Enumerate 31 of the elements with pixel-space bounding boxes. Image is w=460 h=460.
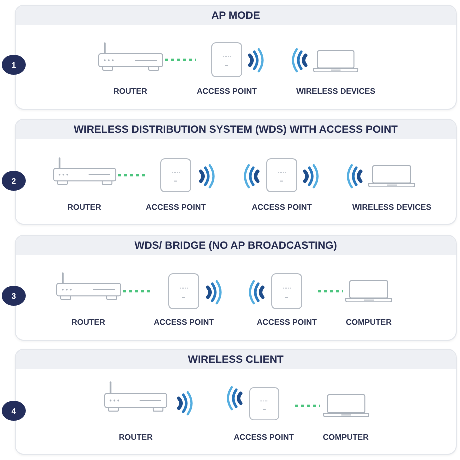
step-number: 1 — [2, 55, 26, 75]
device-label: ACCESS POINT — [234, 433, 294, 443]
device-label: ACCESS POINT — [256, 318, 317, 328]
mode-panel — [15, 119, 457, 225]
dotted-connector — [318, 290, 343, 293]
device-label: ACCESS POINT — [252, 203, 312, 213]
device-label: WIRELESS DEVICES — [352, 203, 432, 213]
dotted-connector — [118, 174, 145, 177]
device-label: ACCESS POINT — [146, 203, 206, 213]
device-label: ACCESS POINT — [196, 87, 257, 97]
step-number: 2 — [2, 171, 26, 191]
mode-panel — [15, 235, 457, 341]
device-label: ROUTER — [114, 87, 148, 97]
panel-title: WDS/ BRIDGE (NO AP BROADCASTING) — [134, 240, 338, 252]
device-label: WIRELESS DEVICES — [296, 87, 376, 97]
device-label: COMPUTER — [323, 433, 369, 443]
dotted-connector — [295, 404, 320, 408]
device-label: ACCESS POINT — [154, 318, 214, 328]
device-label: ROUTER — [72, 318, 106, 328]
device-label: ROUTER — [68, 203, 102, 213]
step-number: 3 — [2, 286, 26, 306]
panel-title: WIRELESS CLIENT — [188, 354, 284, 366]
panel-title: AP MODE — [212, 10, 260, 22]
mode-panel — [15, 5, 457, 110]
dotted-connector — [165, 58, 196, 62]
panel-title: WIRELESS DISTRIBUTION SYSTEM (WDS) WITH ACCESS POINT — [74, 124, 398, 136]
dotted-connector — [123, 290, 153, 293]
mode-panel — [15, 349, 457, 455]
device-label: ROUTER — [119, 433, 153, 443]
device-label: COMPUTER — [346, 318, 392, 328]
step-number: 4 — [2, 401, 26, 421]
